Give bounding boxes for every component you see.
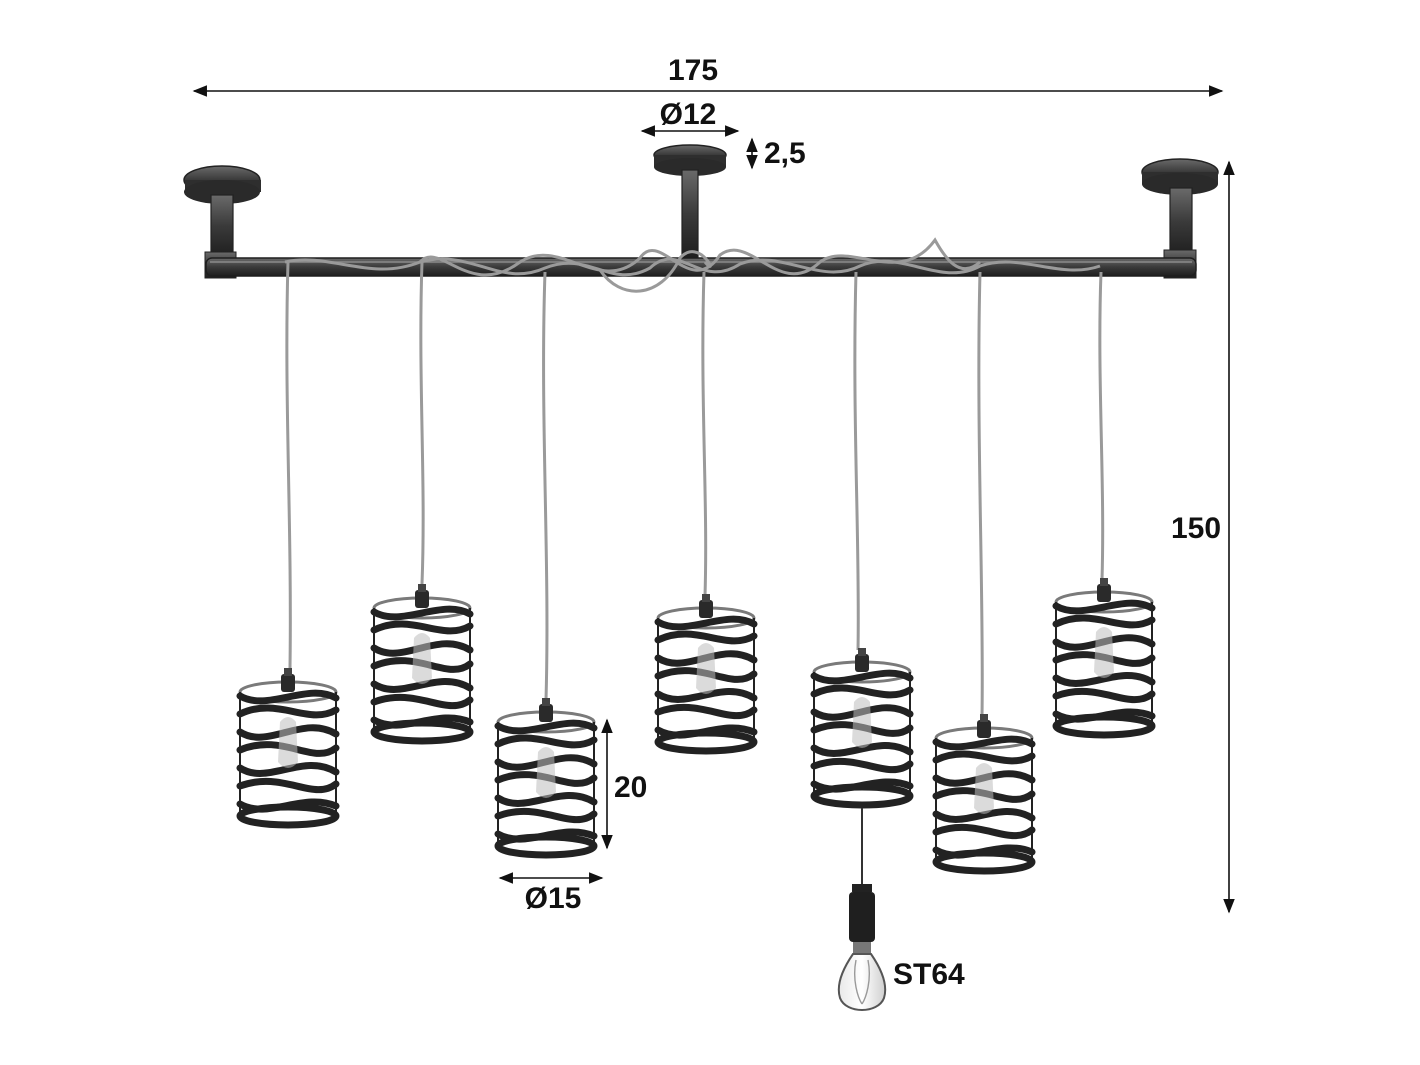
canopy-diameter-dimension: Ø12 xyxy=(640,98,740,137)
height-label: 150 xyxy=(1171,512,1221,545)
cord-6 xyxy=(977,271,984,717)
width-label: 175 xyxy=(668,54,718,87)
shade-height-label: 20 xyxy=(614,771,647,804)
cord-3 xyxy=(542,271,549,701)
overall-width-dimension: 175 xyxy=(192,54,1224,97)
cord-4 xyxy=(701,271,708,597)
canopy-diameter-label: Ø12 xyxy=(660,98,717,131)
shade-diameter-dimension: Ø15 xyxy=(498,872,604,915)
bulb-icon xyxy=(837,953,887,1011)
cord-2 xyxy=(419,261,425,585)
cord-1 xyxy=(285,261,292,669)
shade-1 xyxy=(240,668,336,825)
shade-6 xyxy=(936,714,1032,871)
shade-height-dimension: 20 xyxy=(601,718,647,850)
overall-height-dimension: 150 xyxy=(1171,160,1235,914)
bulb-detail: ST64 xyxy=(837,808,965,1011)
cord-5 xyxy=(853,271,860,651)
pendant-shades xyxy=(240,578,1152,871)
bulb-socket xyxy=(849,892,875,942)
wrapped-cords xyxy=(284,237,1101,293)
shade-2 xyxy=(374,584,470,741)
canopy-height-label: 2,5 xyxy=(764,137,806,170)
ceiling-mount-structure xyxy=(183,144,1219,279)
pendant-cords xyxy=(285,261,1105,717)
shade-3 xyxy=(498,698,594,855)
canopy-height-dimension: 2,5 xyxy=(746,137,806,170)
shade-diameter-label: Ø15 xyxy=(525,882,582,915)
bulb-type-label: ST64 xyxy=(893,958,965,991)
shade-7 xyxy=(1056,578,1152,735)
shade-4 xyxy=(658,594,754,751)
cord-7 xyxy=(1098,271,1105,581)
shade-5 xyxy=(814,648,910,805)
